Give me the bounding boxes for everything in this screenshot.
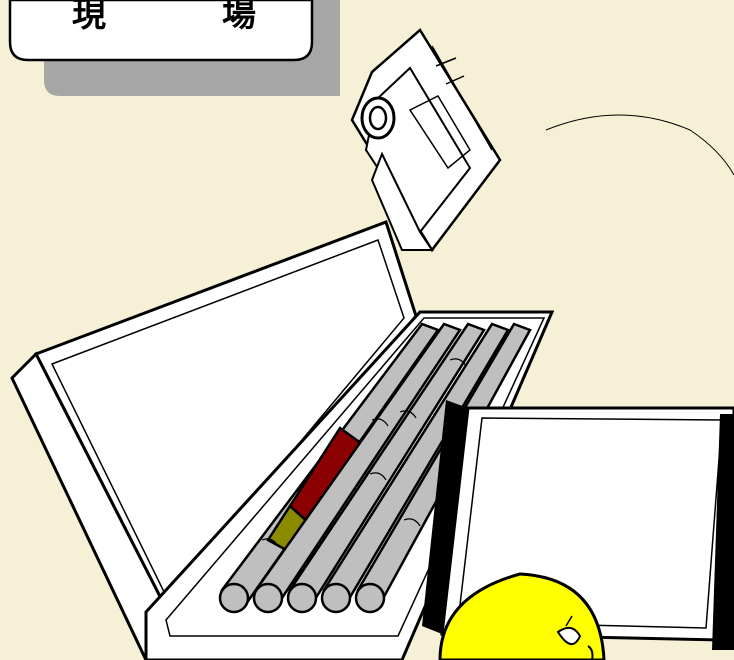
rod-1: [218, 322, 440, 614]
motion-curve: [545, 114, 734, 176]
title-label: 現 場: [8, 0, 340, 96]
rod-3: [286, 322, 486, 614]
title-char-left: 現: [72, 0, 106, 35]
rod-4: [320, 322, 510, 614]
open-rod-box: [10, 220, 555, 660]
rod-2: [252, 322, 462, 614]
floating-device: [350, 28, 502, 253]
title-char-right: 場: [222, 0, 256, 35]
yellow-face: [438, 572, 606, 660]
title-label-box: [8, 0, 314, 62]
